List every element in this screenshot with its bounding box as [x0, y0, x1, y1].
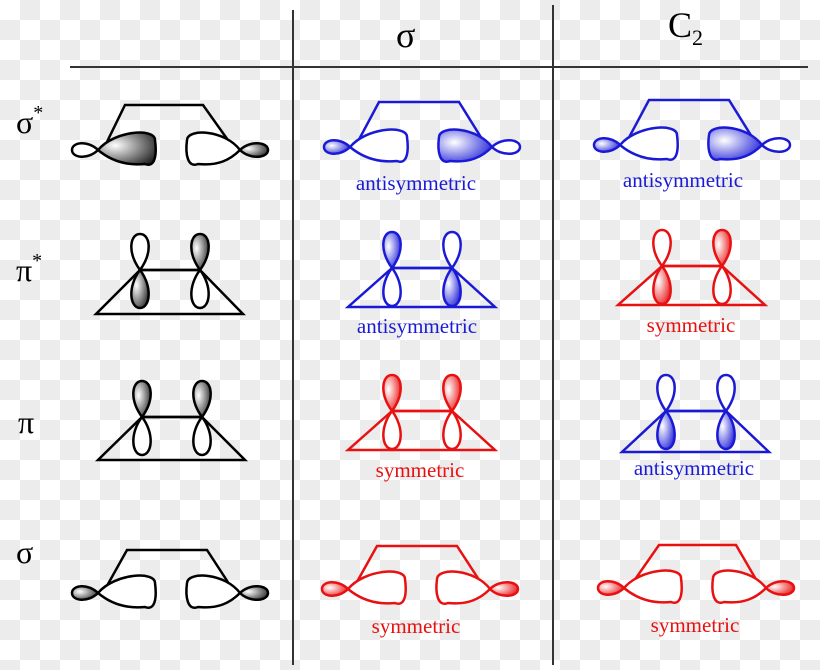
column-header-c2: C2 — [668, 4, 703, 51]
column-header-c2-subscript: 2 — [692, 25, 704, 51]
orbital-pi-c2 — [618, 373, 773, 454]
orbital-sigma-star-reference — [70, 103, 270, 166]
column-header-sigma-plane: σ — [396, 14, 415, 56]
row-label-sigma-symbol: σ — [16, 534, 34, 570]
row-label-sigma-star-symbol: σ — [16, 104, 34, 140]
symmetry-label-pi-c2: antisymmetric — [633, 456, 755, 480]
orbital-sigma-star-c2 — [592, 98, 792, 161]
symmetry-label-pi-star-c2: symmetric — [646, 313, 736, 337]
row-label-pi-star: π* — [16, 250, 43, 289]
orbital-sigma-star-sigma-plane — [322, 100, 522, 163]
symmetry-label-sigma-c2: symmetric — [650, 613, 740, 637]
row-label-sigma: σ — [16, 534, 33, 571]
orbital-pi-star-c2 — [614, 228, 769, 307]
symmetry-label-sigma-sigma-plane: symmetric — [371, 614, 461, 638]
column-header-c2-label: C — [668, 5, 693, 45]
orbital-sigma-c2 — [596, 543, 796, 604]
orbital-pi-star-sigma-plane — [344, 230, 499, 309]
row-label-pi-star-symbol: π — [16, 252, 33, 288]
orbital-sigma-sigma-plane — [320, 544, 520, 605]
orbital-pi-star-reference — [92, 232, 246, 316]
symmetry-label-pi-star-sigma-plane: antisymmetric — [356, 314, 478, 338]
column-header-sigma-label: σ — [396, 15, 416, 55]
symmetry-label-sigma-star-sigma-plane: antisymmetric — [355, 171, 477, 195]
orbital-sigma-reference — [70, 548, 270, 609]
row-label-pi: π — [18, 404, 34, 441]
symmetry-label-pi-sigma-plane: symmetric — [375, 458, 465, 482]
row-label-sigma-star: σ* — [16, 102, 44, 141]
row-label-pi-star-sup: * — [32, 250, 43, 272]
row-label-sigma-star-sup: * — [33, 102, 44, 124]
row-label-pi-symbol: π — [18, 404, 35, 440]
orbital-pi-sigma-plane — [344, 373, 499, 452]
symmetry-label-sigma-star-c2: antisymmetric — [622, 168, 744, 192]
orbital-pi-reference — [94, 379, 249, 462]
